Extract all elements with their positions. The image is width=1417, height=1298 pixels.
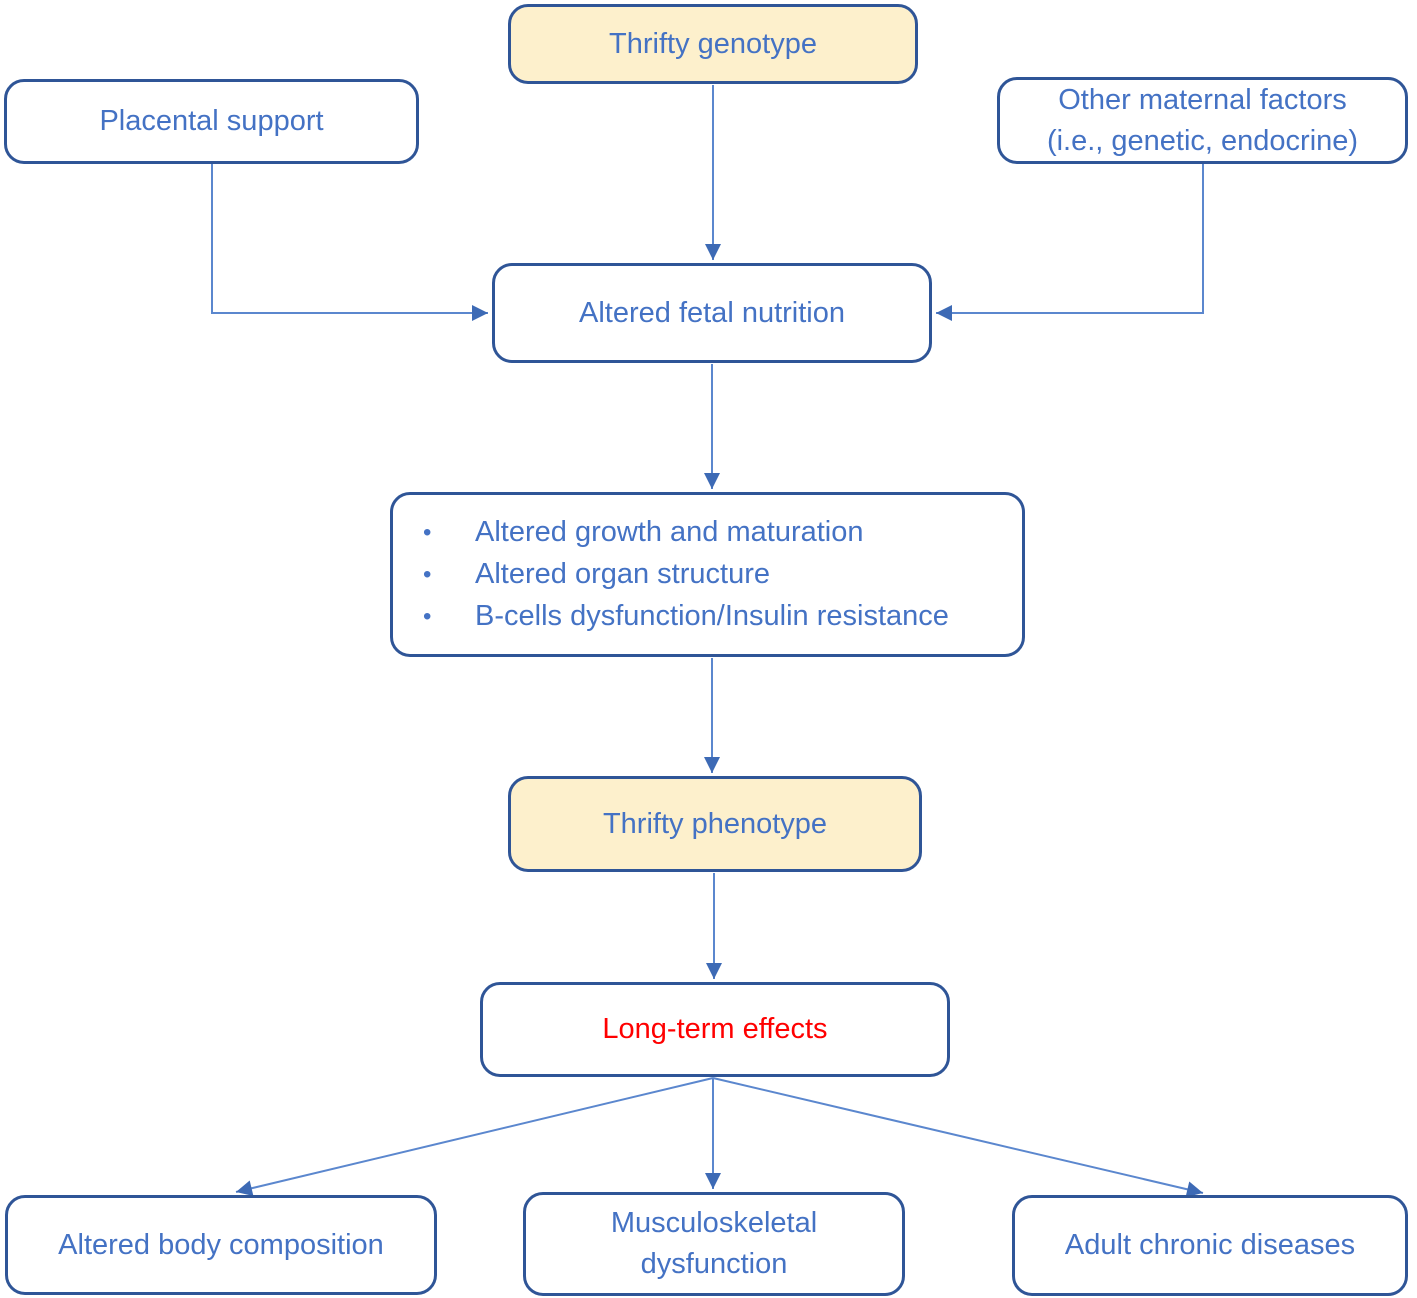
list-item: • B-cells dysfunction/Insulin resistance (393, 596, 949, 638)
arrow-longterm-to-chronic-diseases (712, 1077, 1204, 1198)
node-label-line1: Other maternal factors (1058, 83, 1347, 116)
node-label: Adult chronic diseases (1064, 1229, 1356, 1261)
node-other-maternal-factors: Other maternal factors (i.e., genetic, e… (997, 77, 1408, 164)
node-label: Altered fetal nutrition (579, 296, 845, 329)
bullet-icon: • (423, 603, 432, 630)
node-altered-fetal-nutrition: Altered fetal nutrition (492, 263, 932, 363)
node-label: Placental support (99, 105, 324, 137)
node-label: Long-term effects (602, 1013, 828, 1045)
bullet-icon: • (423, 519, 432, 546)
node-thrifty-genotype: Thrifty genotype (508, 4, 918, 84)
list-item: • Altered organ structure (393, 554, 770, 596)
node-label-line1: Musculoskeletal (610, 1207, 818, 1239)
node-label-line2: (i.e., genetic, endocrine) (1046, 124, 1359, 157)
node-placental-support: Placental support (4, 79, 419, 164)
node-label: Thrifty genotype (609, 27, 817, 60)
node-adult-chronic-diseases: Adult chronic diseases (1012, 1195, 1408, 1296)
list-item: • Altered growth and maturation (393, 512, 864, 554)
list-item-label: Altered growth and maturation (475, 516, 864, 548)
list-item-label: B-cells dysfunction/Insulin resistance (475, 600, 949, 632)
arrow-maternal-to-nutrition (936, 164, 1204, 321)
node-thrifty-phenotype: Thrifty phenotype (508, 776, 922, 872)
node-label: Altered body composition (58, 1228, 384, 1261)
node-long-term-effects: Long-term effects (480, 982, 950, 1077)
arrow-longterm-to-body-composition (235, 1077, 714, 1197)
node-altered-body-composition: Altered body composition (5, 1195, 437, 1295)
bullet-icon: • (423, 561, 432, 588)
node-musculoskeletal-dysfunction: Musculoskeletal dysfunction (523, 1192, 905, 1296)
list-item-label: Altered organ structure (475, 558, 770, 590)
node-fetal-consequences-list: • Altered growth and maturation • Altere… (390, 492, 1025, 657)
node-label: Thrifty phenotype (602, 807, 828, 840)
node-label-line2: dysfunction (640, 1248, 788, 1280)
arrow-placental-to-nutrition (211, 164, 488, 321)
